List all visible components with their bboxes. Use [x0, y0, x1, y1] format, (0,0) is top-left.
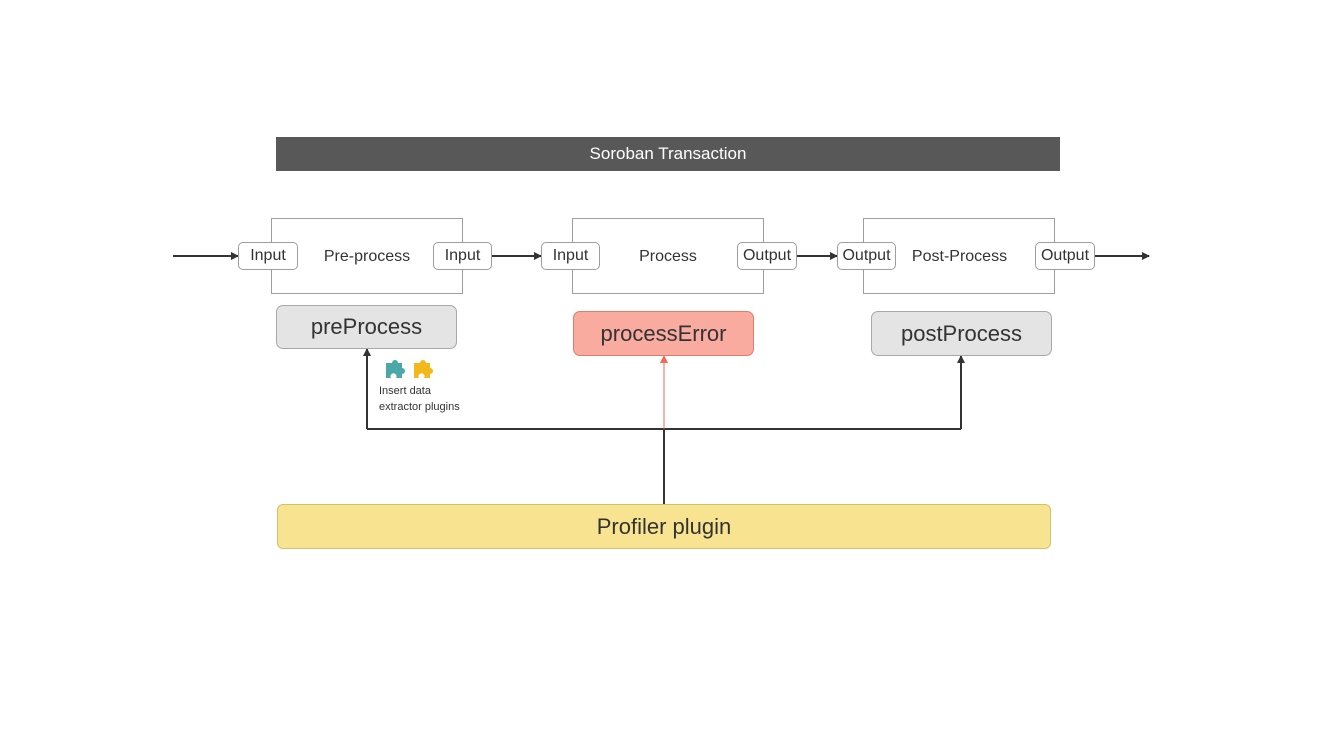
plugin-note-line1: Insert data [379, 385, 431, 397]
plugin-note: Insert data extractor plugins [379, 383, 460, 415]
process-output-port: Output [737, 242, 797, 270]
processerror-hook: processError [573, 311, 754, 356]
plugin-note-line2: extractor plugins [379, 401, 460, 413]
stage-process-label: Process [639, 248, 697, 265]
postprocess-output-port: Output [1035, 242, 1095, 270]
profiler-plugin-box: Profiler plugin [277, 504, 1051, 549]
transaction-title-bar: Soroban Transaction [276, 137, 1060, 171]
stage-preprocess-label: Pre-process [323, 248, 411, 265]
postprocess-hook: postProcess [871, 311, 1052, 356]
puzzle-piece-teal-icon [386, 360, 405, 378]
preprocess-output-port: Input [433, 242, 492, 270]
process-input-port: Input [541, 242, 600, 270]
puzzle-piece-yellow-icon [414, 360, 433, 378]
postprocess-input-port: Output [837, 242, 896, 270]
preprocess-input-port: Input [238, 242, 298, 270]
preprocess-hook: preProcess [276, 305, 457, 349]
stage-postprocess-label: Post-Process [911, 248, 1008, 265]
